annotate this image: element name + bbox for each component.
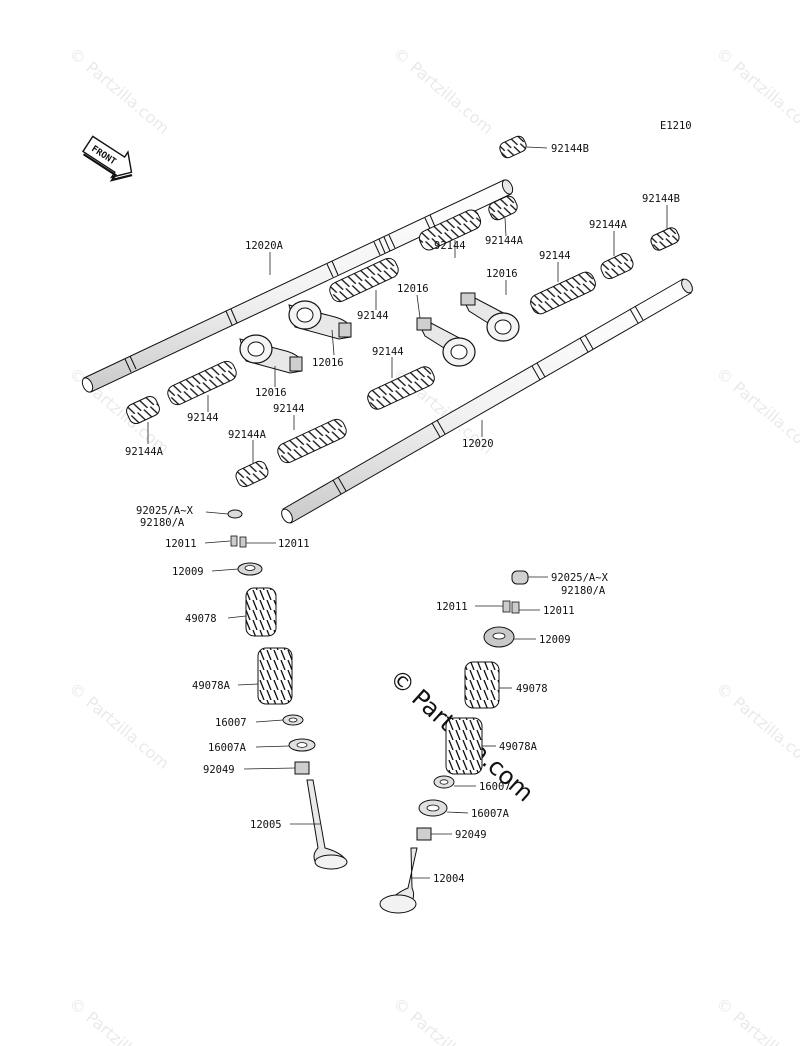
watermark-text: Partzilla.com bbox=[82, 58, 173, 138]
part-label: 12011 bbox=[165, 538, 197, 550]
valve-assembly-right bbox=[379, 570, 529, 914]
part-label: 49078A bbox=[499, 741, 538, 753]
spring-92144a-left bbox=[126, 395, 160, 425]
spring-92144b-top bbox=[499, 135, 527, 159]
watermark-text: Partzilla.com bbox=[729, 378, 800, 458]
seal-92049-left bbox=[294, 761, 310, 775]
spring-92144-e bbox=[367, 366, 435, 410]
part-label: 12011 bbox=[436, 601, 468, 613]
seal-92049-right bbox=[416, 827, 432, 841]
part-label: 12005 bbox=[250, 819, 282, 831]
part-label: 92144 bbox=[539, 250, 571, 262]
shaft-12020a bbox=[81, 179, 514, 393]
part-label: 12016 bbox=[486, 268, 518, 280]
watermark-text: Partzilla.com bbox=[82, 1008, 173, 1046]
rocker-arm-12016-c bbox=[460, 292, 520, 342]
watermark-text: Partzilla.com bbox=[82, 693, 173, 773]
part-label: 12011 bbox=[543, 605, 575, 617]
watermark-symbol: © bbox=[65, 994, 89, 1019]
watermark-symbol: © bbox=[712, 44, 736, 69]
part-label: 92144A bbox=[228, 429, 267, 441]
leader-lines bbox=[147, 146, 668, 879]
watermark-text: Partzilla.com bbox=[729, 58, 800, 138]
part-label: 92144A bbox=[589, 219, 628, 231]
part-label: 12016 bbox=[255, 387, 287, 399]
watermark-symbol: © bbox=[65, 44, 89, 69]
rocker-arm-12016-b bbox=[239, 334, 303, 374]
part-label: 92144 bbox=[357, 310, 389, 322]
part-label: 12020A bbox=[245, 240, 284, 252]
part-label: 49078 bbox=[185, 613, 217, 625]
watermark-symbol: © bbox=[712, 994, 736, 1019]
spring-49078a-right bbox=[445, 717, 483, 775]
spring-92144-c bbox=[530, 271, 596, 315]
watermark-symbol: © bbox=[389, 994, 413, 1019]
part-label: 12009 bbox=[539, 634, 571, 646]
watermark-text: Partzilla.com bbox=[729, 1008, 800, 1046]
part-label: 12020 bbox=[462, 438, 494, 450]
part-label: 16007 bbox=[215, 717, 247, 729]
part-label: 92144B bbox=[551, 143, 589, 155]
valve-12005 bbox=[306, 779, 347, 867]
diagram-code: E1210 bbox=[660, 120, 692, 132]
spring-49078a-left bbox=[257, 647, 293, 705]
part-label: 49078A bbox=[192, 680, 231, 692]
watermark-symbol: © bbox=[389, 44, 413, 69]
part-label: 92144 bbox=[187, 412, 219, 424]
spring-49078-right bbox=[464, 661, 500, 709]
spring-92144a-mid bbox=[235, 460, 269, 488]
part-label: 92049 bbox=[203, 764, 235, 776]
cotter-12011-left-b bbox=[239, 536, 247, 548]
part-label: 12009 bbox=[172, 566, 204, 578]
spring-92144a-top bbox=[488, 195, 518, 221]
part-labels: 92144B 92144B 12020A 92144A 92144A 92144… bbox=[125, 143, 680, 885]
shim-92025-right bbox=[511, 570, 529, 585]
watermark-symbol: © bbox=[712, 679, 736, 704]
part-label: 16007A bbox=[471, 808, 510, 820]
part-label: 92144A bbox=[125, 446, 164, 458]
watermark-text: Partzilla.com bbox=[406, 1008, 497, 1046]
valve-assembly-left bbox=[227, 509, 348, 870]
part-label: 92144 bbox=[372, 346, 404, 358]
watermark-text: Partzilla.com bbox=[729, 693, 800, 773]
spring-92144a-right bbox=[600, 252, 634, 280]
part-label: 92144 bbox=[273, 403, 305, 415]
part-label: 92144A bbox=[485, 235, 524, 247]
watermark-symbol: © bbox=[65, 679, 89, 704]
part-label: 16007 bbox=[479, 781, 511, 793]
part-label: 92144B bbox=[642, 193, 680, 205]
part-label: 92180/A bbox=[561, 585, 606, 597]
part-label: 92025/A~X bbox=[136, 505, 194, 517]
shaft-12020 bbox=[281, 278, 693, 524]
watermark-text: Partzilla.com bbox=[406, 58, 497, 138]
spring-92144-d bbox=[167, 360, 237, 406]
shim-92025-left bbox=[227, 509, 243, 519]
front-arrow-icon: FRONT bbox=[82, 135, 133, 182]
part-label: 16007A bbox=[208, 742, 247, 754]
spring-92144b-right bbox=[650, 227, 680, 251]
part-label: 92049 bbox=[455, 829, 487, 841]
part-label: 12011 bbox=[278, 538, 310, 550]
part-label: 12016 bbox=[312, 357, 344, 369]
part-label: 92025/A~X bbox=[551, 572, 609, 584]
spring-92144-f bbox=[277, 418, 347, 464]
cotter-12011-left-a bbox=[230, 535, 238, 547]
part-label: 49078 bbox=[516, 683, 548, 695]
watermark-symbol: © bbox=[712, 364, 736, 389]
part-label: 12016 bbox=[397, 283, 429, 295]
part-label: 92180/A bbox=[140, 517, 185, 529]
part-label: 92144 bbox=[434, 240, 466, 252]
spring-92144-a bbox=[418, 209, 482, 251]
rocker-arm-12016-a bbox=[288, 300, 352, 340]
spring-92144-b bbox=[329, 257, 399, 303]
cotter-12011-right-a bbox=[502, 600, 511, 613]
cotter-12011-right-b bbox=[511, 601, 520, 614]
spring-49078-left bbox=[245, 587, 277, 637]
part-label: 12004 bbox=[433, 873, 465, 885]
rocker-arm-12016-d bbox=[416, 317, 476, 367]
